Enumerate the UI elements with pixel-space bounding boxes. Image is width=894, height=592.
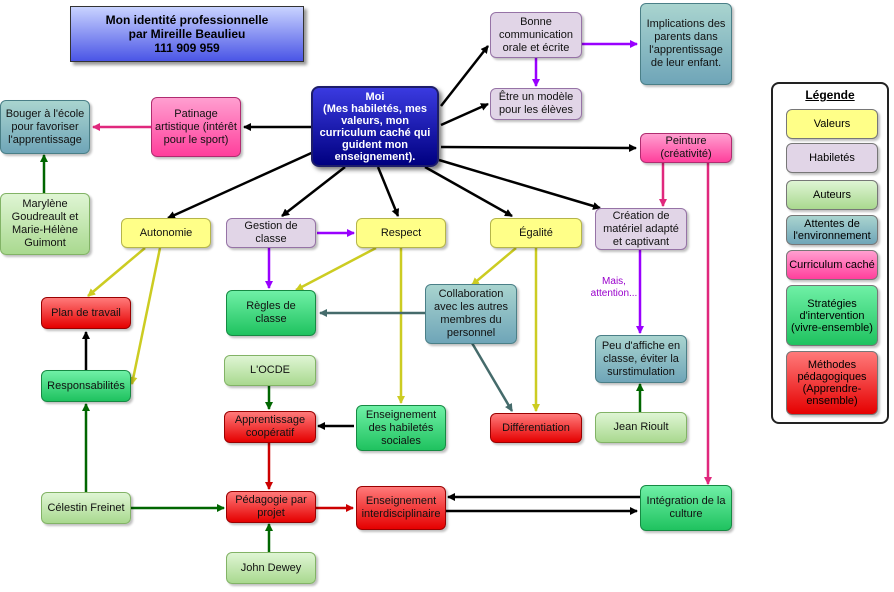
node-ocde: L'OCDE bbox=[224, 355, 316, 386]
legend: Légende Valeurs Habiletés Auteurs Attent… bbox=[771, 82, 889, 424]
title-line-2: par Mireille Beaulieu bbox=[128, 27, 246, 41]
diagram-title: Mon identité professionnelle par Mireill… bbox=[70, 6, 304, 62]
node-moi: Moi (Mes habiletés, mes valeurs, mon cur… bbox=[311, 86, 439, 167]
edge-moi-autonomie bbox=[167, 148, 319, 220]
edge-label-mais-attention: Mais, attention... bbox=[590, 276, 638, 299]
node-plan-travail: Plan de travail bbox=[41, 297, 131, 329]
node-gestion: Gestion de classe bbox=[226, 218, 316, 248]
node-enseignement-inter: Enseignement interdisciplinaire bbox=[356, 486, 446, 530]
edge-moi-etre-modele bbox=[440, 102, 489, 127]
legend-title: Légende bbox=[805, 88, 855, 102]
edge-moi-respect bbox=[376, 166, 400, 217]
legend-curriculum: Curriculum caché bbox=[786, 250, 878, 280]
node-marylene: Marylène Goudreault et Marie-Hélène Guim… bbox=[0, 193, 90, 255]
node-implications-parents: Implications des parents dans l'apprenti… bbox=[640, 3, 732, 85]
node-jean-rioult: Jean Rioult bbox=[595, 412, 687, 443]
node-bonne-communication: Bonne communication orale et écrite bbox=[490, 12, 582, 58]
node-creation: Création de matériel adapté et captivant bbox=[595, 208, 687, 250]
legend-methodes: Méthodes pédagogiques (Apprendre-ensembl… bbox=[786, 351, 878, 415]
node-peinture: Peinture (créativité) bbox=[640, 133, 732, 163]
edge-moi-gestion bbox=[281, 166, 346, 217]
node-autonomie: Autonomie bbox=[121, 218, 211, 248]
node-egalite: Égalité bbox=[490, 218, 582, 248]
node-apprentissage-coop: Apprentissage coopératif bbox=[224, 411, 316, 443]
node-peu-affiche: Peu d'affiche en classe, éviter la surst… bbox=[595, 335, 687, 383]
node-collaboration: Collaboration avec les autres membres du… bbox=[425, 284, 517, 344]
node-differentiation: Différentiation bbox=[490, 413, 582, 443]
title-line-1: Mon identité professionnelle bbox=[105, 13, 269, 27]
legend-habiletes: Habiletés bbox=[786, 143, 878, 173]
title-line-3: 111 909 959 bbox=[154, 41, 220, 55]
edge-egalite-collaboration bbox=[471, 247, 517, 286]
node-respect: Respect bbox=[356, 218, 446, 248]
node-enseignement-hab: Enseignement des habiletés sociales bbox=[356, 405, 446, 451]
edge-moi-egalite bbox=[424, 165, 513, 218]
legend-auteurs: Auteurs bbox=[786, 180, 878, 210]
edge-moi-peinture bbox=[440, 143, 637, 152]
node-regles: Règles de classe bbox=[226, 290, 316, 336]
edge-autonomie-plan bbox=[87, 247, 146, 297]
edge-moi-creation bbox=[438, 158, 601, 210]
node-celestin: Célestin Freinet bbox=[41, 492, 131, 524]
legend-attentes: Attentes de l'environnement bbox=[786, 215, 878, 245]
edge-respect-regles bbox=[295, 246, 377, 292]
node-patinage: Patinage artistique (intérêt pour le spo… bbox=[151, 97, 241, 157]
node-pedagogie-projet: Pédagogie par projet bbox=[226, 491, 316, 523]
legend-strategies: Stratégies d'intervention (vivre-ensembl… bbox=[786, 285, 878, 346]
edge-collaboration-differentiation bbox=[470, 342, 514, 412]
node-john-dewey: John Dewey bbox=[226, 552, 316, 584]
node-responsabilites: Responsabilités bbox=[41, 370, 131, 402]
edge-moi-bonne-communication bbox=[440, 45, 489, 107]
node-etre-modele: Être un modèle pour les élèves bbox=[490, 88, 582, 120]
node-bouger: Bouger à l'école pour favoriser l'appren… bbox=[0, 100, 90, 154]
legend-valeurs: Valeurs bbox=[786, 109, 878, 139]
edge-autonomie-responsabilites bbox=[129, 247, 162, 385]
node-integration-culture: Intégration de la culture bbox=[640, 485, 732, 531]
